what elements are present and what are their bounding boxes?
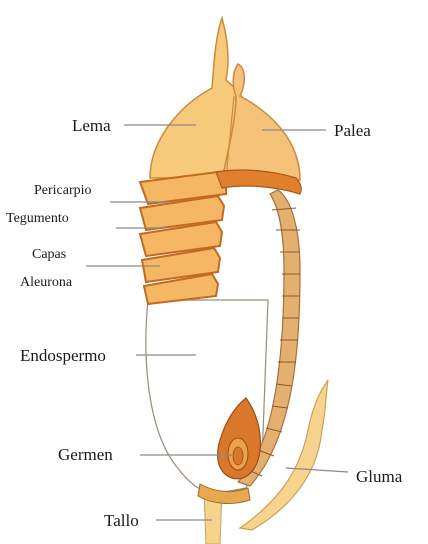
bran-layers: [140, 172, 226, 304]
label-aleurona: Aleurona: [20, 275, 73, 290]
label-endospermo: Endospermo: [20, 346, 106, 365]
label-palea: Palea: [334, 121, 371, 140]
label-germen: Germen: [58, 445, 113, 464]
label-gluma: Gluma: [356, 467, 403, 486]
label-tegumento: Tegumento: [6, 211, 69, 226]
label-pericarpio: Pericarpio: [34, 183, 92, 198]
palea-shape: [222, 64, 300, 180]
label-capas: Capas: [32, 247, 66, 262]
label-lema: Lema: [72, 116, 111, 135]
label-tallo: Tallo: [104, 511, 139, 530]
